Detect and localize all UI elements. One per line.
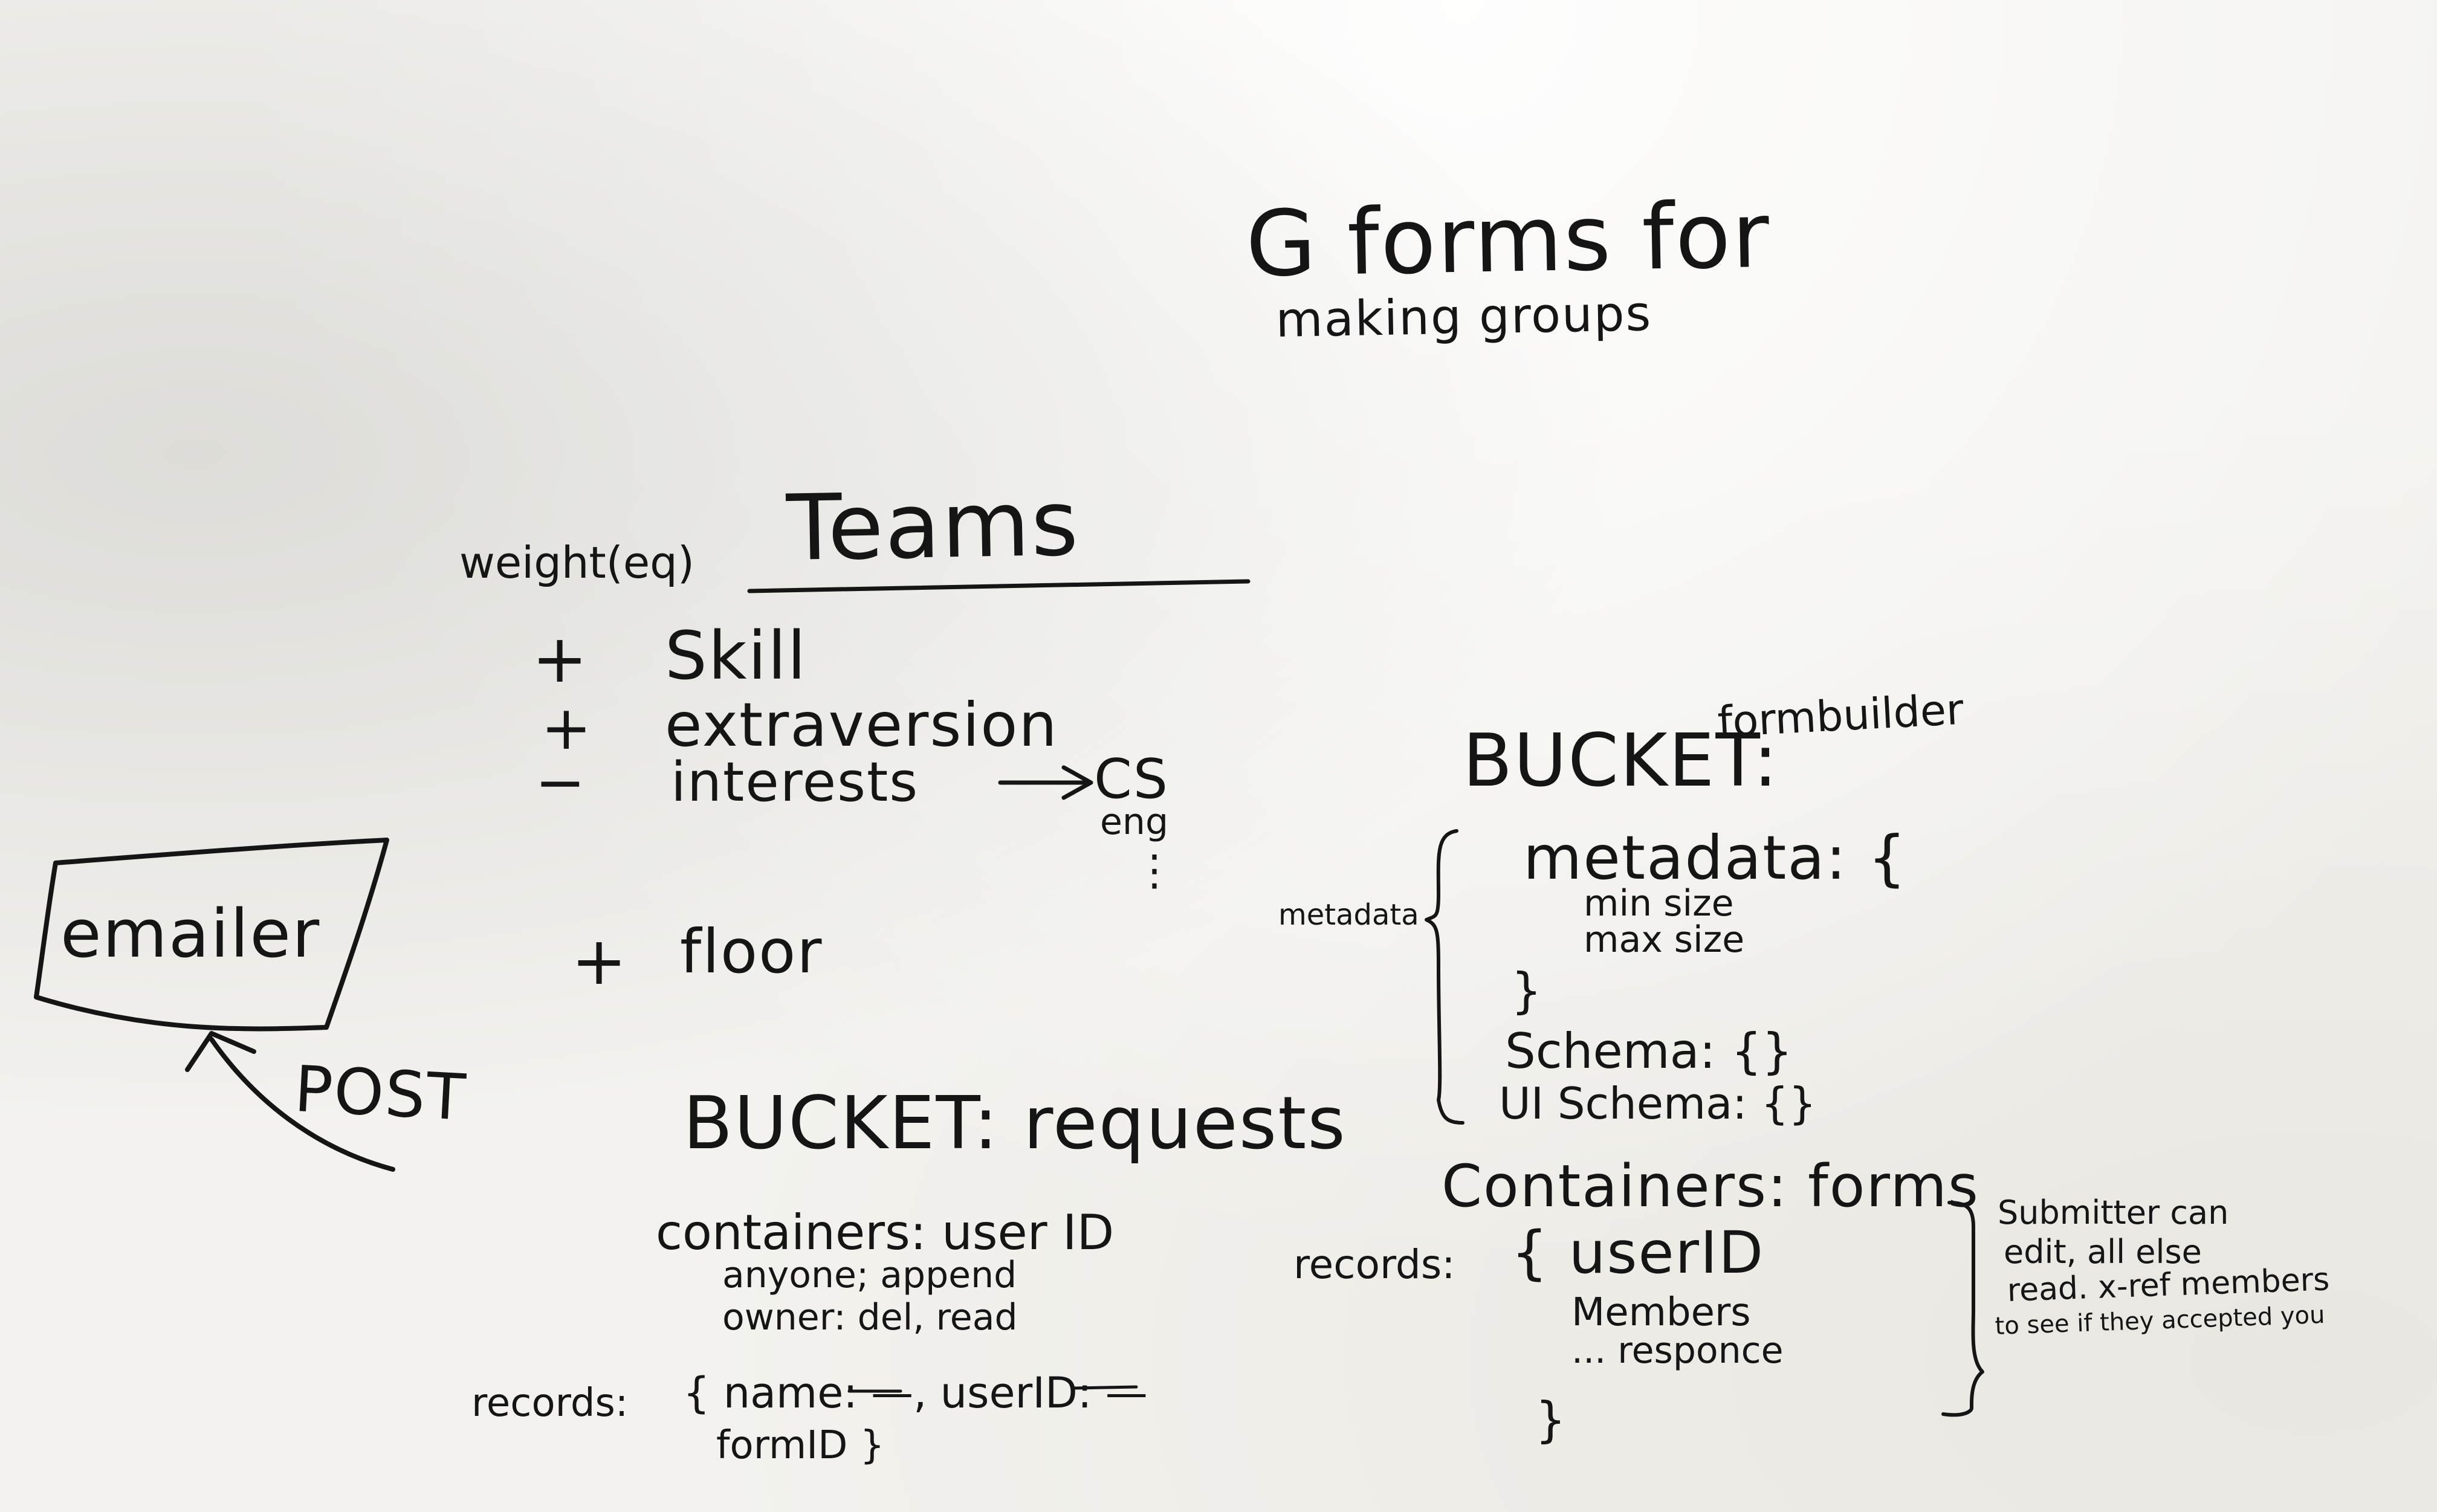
formbuilder-records-open: { userID [1511,1219,1765,1287]
note-line: edit, all else [2004,1233,2202,1271]
criterion-label: interests [671,751,919,814]
requests-containers: containers: user ID [656,1204,1115,1261]
formbuilder-bucket-prefix: BUCKET: [1463,719,1779,803]
interests-arrow [998,765,1093,800]
metadata-brace [1425,829,1464,1125]
metadata-max-size: max size [1584,919,1745,961]
requests-bucket-title: BUCKET: requests [683,1082,1347,1166]
requests-records-label: records: [471,1381,629,1426]
formbuilder-records-label: records: [1293,1241,1455,1288]
criterion-sign: + [571,922,627,1000]
post-arrow-head [185,1031,256,1072]
requests-perm-owner: owner: del, read [722,1296,1018,1339]
post-label: POST [293,1052,468,1135]
note-line: Submitter can [1998,1194,2229,1232]
header-subtitle: making groups [1275,285,1652,348]
criterion-sign: + [541,693,592,763]
formbuilder-response: ... responce [1571,1329,1784,1372]
criterion-label: floor [680,916,823,987]
interest-option: ⋮ [1133,845,1176,895]
criterion-label: extraversion [665,690,1058,760]
formbuilder-records-close: } [1535,1392,1566,1448]
teams-title: Teams [785,471,1081,581]
formbuilder-members: Members [1571,1290,1751,1335]
metadata-open: metadata: { [1523,822,1908,893]
requests-records-line1: { name: —, userID: — [683,1368,1148,1418]
requests-records-line2: formID } [716,1423,885,1468]
formbuilder-containers: Containers: forms [1442,1152,1979,1220]
criterion-sign: − [535,747,586,818]
metadata-close: } [1511,963,1542,1019]
criterion-label: Skill [665,617,807,694]
header-title: G forms for [1244,183,1772,297]
metadata-side-label: metadata [1278,898,1419,932]
criterion-sign: + [532,620,588,697]
schema-line: Schema: {} [1505,1023,1793,1079]
interest-option: CS [1094,748,1169,811]
requests-perm-anyone: anyone; append [722,1254,1017,1296]
note-line: to see if they accepted you [1994,1300,2326,1340]
interest-option: eng [1100,801,1169,843]
weight-label: weight(eq) [459,537,694,588]
ui-schema-line: UI Schema: {} [1499,1078,1817,1129]
emailer-label: emailer [60,895,321,972]
note-bracket [1941,1201,1984,1417]
metadata-min-size: min size [1584,882,1734,925]
formbuilder-bucket-name: formbuilder [1716,684,1965,747]
teams-underline [747,579,1251,593]
